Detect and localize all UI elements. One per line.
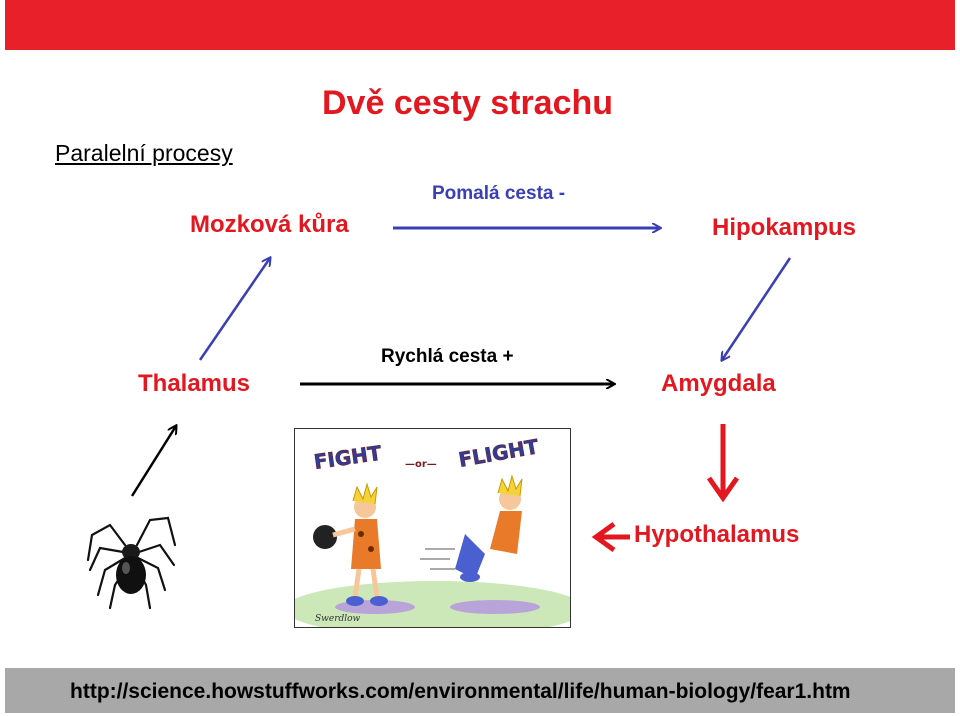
slide-title: Dvě cesty strachu xyxy=(322,84,614,122)
arrow-hippocampus-to-amygdala xyxy=(722,257,792,360)
node-hippocampus: Hipokampus xyxy=(712,214,857,241)
arrow-thalamus-to-cortex xyxy=(198,258,270,361)
node-hypothalamus: Hypothalamus xyxy=(634,521,800,548)
label-slow-path: Pomalá cesta - xyxy=(432,183,566,204)
top-banner xyxy=(5,0,955,50)
cartoon-text-or: —or— xyxy=(405,459,437,470)
fight-or-flight-cartoon: FIGHT FLIGHT —or— Swerdlow xyxy=(294,428,571,628)
cartoon-signature: Swerdlow xyxy=(315,614,361,624)
cartoon-illustration: FIGHT FLIGHT —or— Swerdlow xyxy=(295,429,570,627)
node-amygdala: Amygdala xyxy=(661,370,776,397)
slide-subtitle: Paralelní procesy xyxy=(55,140,233,166)
node-thalamus: Thalamus xyxy=(138,370,251,397)
arrow-spider-to-thalamus xyxy=(130,426,176,497)
label-fast-path: Rychlá cesta + xyxy=(381,346,514,367)
arrow-hypothalamus-to-cartoon xyxy=(591,521,630,553)
node-cortex: Mozková kůra xyxy=(190,211,349,238)
source-url: http://science.howstuffworks.com/environ… xyxy=(70,680,851,703)
arrow-amygdala-to-hypothalamus xyxy=(706,424,740,503)
footer-bar xyxy=(5,668,955,713)
spider-image xyxy=(86,516,177,610)
